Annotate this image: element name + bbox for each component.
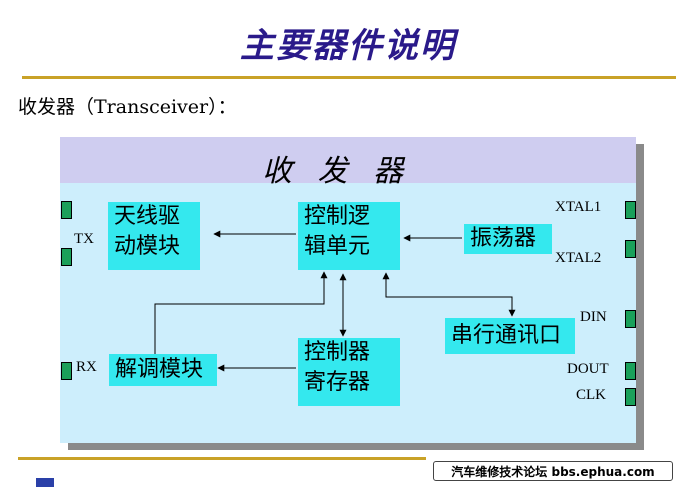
footer-divider <box>18 457 426 460</box>
oscillator-label: 振荡器 <box>470 226 537 251</box>
control-register-block: 控制器 寄存器 <box>298 338 400 406</box>
transceiver-panel-title: 收 发 器 <box>262 154 412 189</box>
arrow-demod-to-control <box>154 271 328 355</box>
control-register-line-2: 寄存器 <box>304 370 371 395</box>
pin-label-clk: CLK <box>576 387 606 403</box>
pin-label-tx: TX <box>74 231 94 247</box>
control-register-line-1: 控制器 <box>304 340 371 365</box>
antenna-driver-block: 天线驱 动模块 <box>108 202 200 270</box>
page-subtitle: 收发器（Transceiver）： <box>18 96 237 118</box>
oscillator-block: 振荡器 <box>464 224 552 254</box>
pin-din <box>625 310 636 328</box>
pin-tx-lower <box>61 248 72 266</box>
serial-port-block: 串行通讯口 <box>445 318 575 354</box>
pin-dout <box>625 362 636 380</box>
antenna-driver-line-1: 天线驱 <box>114 204 181 229</box>
control-logic-line-2: 辑单元 <box>304 234 371 259</box>
demodulation-label: 解调模块 <box>115 357 204 382</box>
pin-label-xtal1: XTAL1 <box>555 199 602 215</box>
pin-clk <box>625 388 636 406</box>
pin-xtal2 <box>625 240 636 258</box>
pin-label-din: DIN <box>580 309 607 325</box>
forum-watermark: 汽车维修技术论坛 bbs.ephua.com <box>433 461 673 481</box>
title-divider <box>22 76 676 79</box>
corner-logo-icon <box>36 478 54 487</box>
control-logic-line-1: 控制逻 <box>304 204 371 229</box>
pin-xtal1 <box>625 201 636 219</box>
control-logic-block: 控制逻 辑单元 <box>298 202 400 270</box>
transceiver-panel-header <box>60 137 636 183</box>
pin-rx <box>61 362 72 380</box>
serial-port-label: 串行通讯口 <box>451 323 562 348</box>
pin-tx-upper <box>61 201 72 219</box>
antenna-driver-line-2: 动模块 <box>114 234 181 259</box>
pin-label-xtal2: XTAL2 <box>555 250 602 266</box>
pin-label-dout: DOUT <box>567 361 609 377</box>
page-title: 主要器件说明 <box>240 26 456 66</box>
demodulation-block: 解调模块 <box>109 354 217 386</box>
arrow-control-serial <box>382 272 516 317</box>
pin-label-rx: RX <box>76 359 97 375</box>
